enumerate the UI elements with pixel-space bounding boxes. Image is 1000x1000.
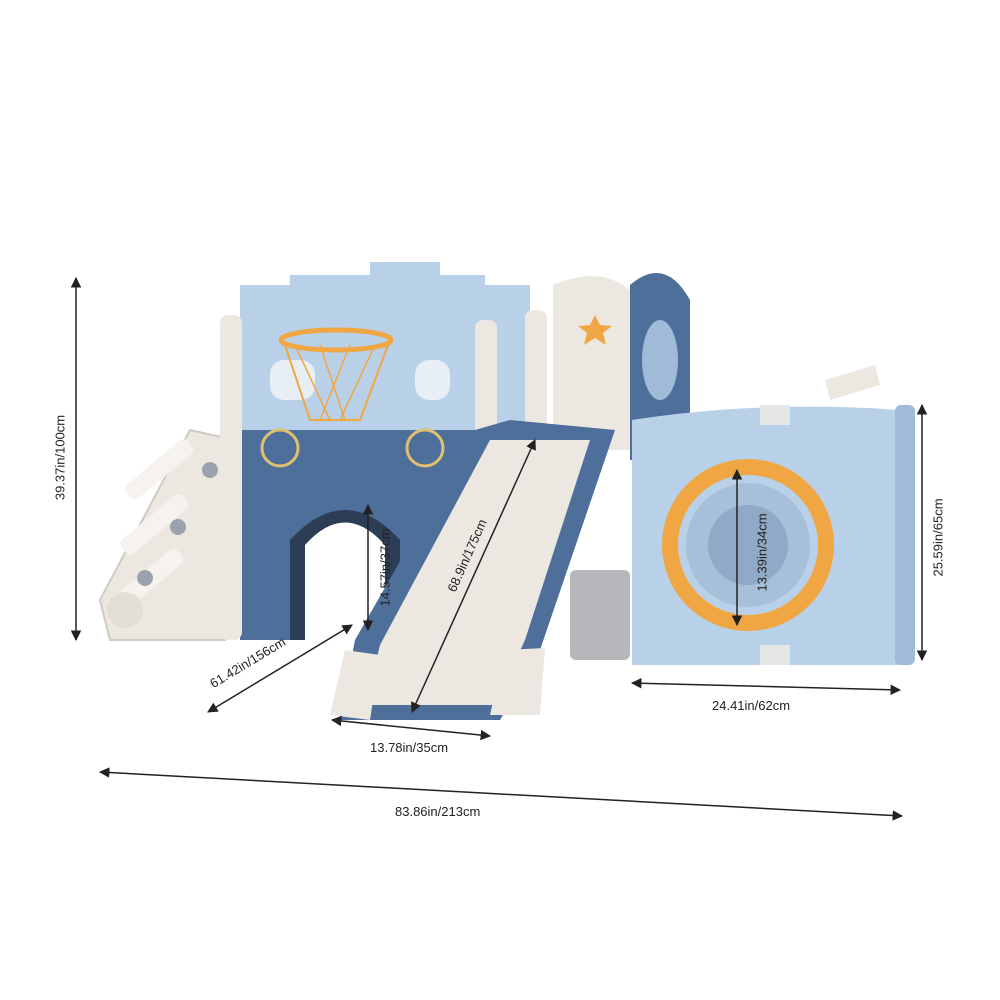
- basketball-hoop: [278, 327, 394, 421]
- tower-width-label: 24.41in/62cm: [712, 698, 791, 713]
- climbing-disc: [553, 273, 690, 460]
- total-length-label: 83.86in/213cm: [395, 804, 481, 819]
- tunnel-tower: [570, 365, 915, 665]
- telescope: [825, 365, 880, 400]
- slide-width-label: 13.78in/35cm: [370, 740, 449, 755]
- total-height-label: 39.37in/100cm: [52, 414, 68, 501]
- ring-diameter-label: 13.39in/34cm: [754, 513, 770, 592]
- tunnel-height-label: 14.57in/37cm: [377, 528, 393, 607]
- climber-steps: [98, 428, 237, 641]
- hand-ring-left: [260, 428, 300, 468]
- tower-height-label: 25.59in/65cm: [930, 498, 946, 577]
- dimension-lines: [70, 276, 928, 821]
